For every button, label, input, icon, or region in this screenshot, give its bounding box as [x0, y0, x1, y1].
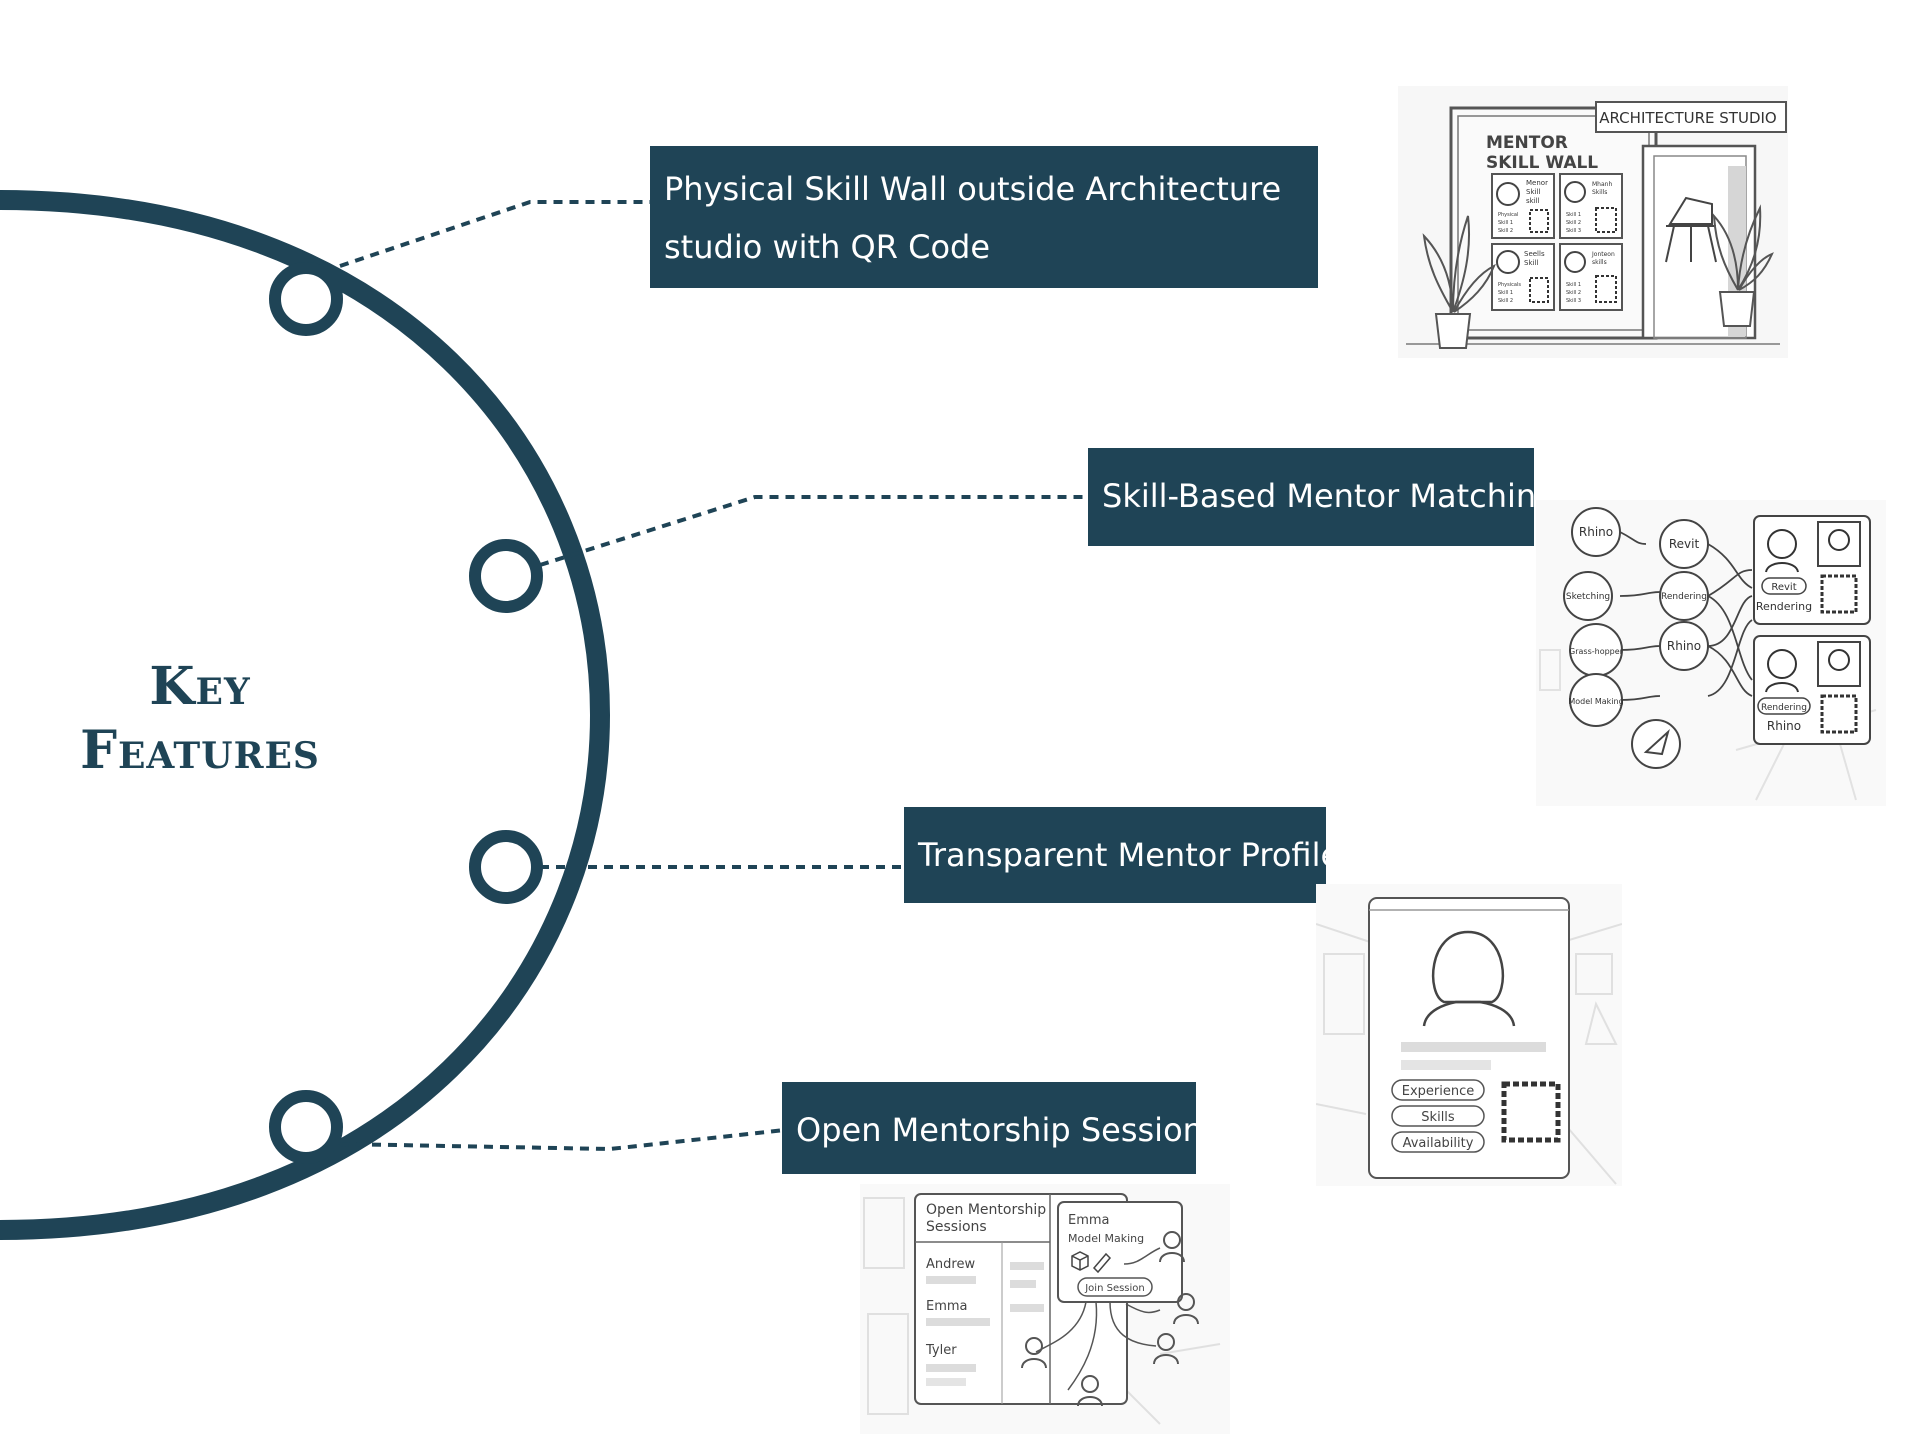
- feature-box-2: Skill-Based Mentor Matching: [1088, 448, 1557, 546]
- card-4-name-2: skills: [1592, 259, 1607, 266]
- card-3-item-3: Skill 2: [1498, 298, 1513, 304]
- card-3-name-2: Skill: [1524, 259, 1538, 267]
- person-icon-4: [1021, 1337, 1047, 1369]
- session-detail-skill: Model Making: [1068, 1232, 1144, 1245]
- card-1-item-2: Skill 1: [1498, 220, 1513, 226]
- mentor-2-skill: Rhino: [1767, 719, 1801, 733]
- mentor-card-2: Rendering Rhino: [1753, 635, 1871, 745]
- feature-2-label: Skill-Based Mentor Matching: [1102, 477, 1557, 515]
- card-2-name-1: Mhanh: [1592, 181, 1612, 188]
- session-person-tyler: Tyler: [925, 1343, 957, 1358]
- skill-wall-heading-2: SKILL WALL: [1486, 153, 1598, 173]
- join-session-button: Join Session: [1084, 1283, 1145, 1294]
- feature-3-label: Transparent Mentor Profile: [918, 836, 1341, 874]
- card-1-name-1: Menor: [1526, 179, 1548, 187]
- cube-icon: [1071, 1251, 1089, 1271]
- plant-left-icon: [1422, 215, 1496, 349]
- profile-qr-icon: [1501, 1081, 1561, 1143]
- card-4-name-1: Jonteon: [1591, 251, 1615, 258]
- title-line-2: Features: [80, 720, 320, 781]
- feature-box-3: Transparent Mentor Profile: [904, 807, 1341, 903]
- sessions-title-1: Open Mentorship: [926, 1202, 1046, 1218]
- node-2: [469, 539, 543, 613]
- skill-card-1: Menor Skill skill Physical Skill 1 Skill…: [1491, 173, 1555, 239]
- session-person-andrew: Andrew: [926, 1257, 975, 1272]
- mentor-matching-illustration: Rhino Sketching Grass-hopper Model Makin…: [1536, 500, 1886, 806]
- skill-card-4: Jonteon skills Skill 1 Skill 2 Skill 3: [1559, 243, 1623, 311]
- person-icon-5: [1077, 1375, 1103, 1407]
- connector-1: [339, 200, 650, 268]
- card-1-name-3: skill: [1526, 197, 1540, 205]
- card-1-item-1: Physical: [1498, 212, 1518, 218]
- session-detail-card: [1057, 1201, 1183, 1303]
- mentor-1-tag: Revit: [1771, 582, 1796, 593]
- card-4-item-3: Skill 3: [1566, 298, 1581, 304]
- profile-button-experience: Experience: [1402, 1084, 1475, 1099]
- sessions-title-2: Sessions: [926, 1219, 987, 1235]
- mentor-profile-illustration: Experience Skills Availability: [1316, 884, 1622, 1186]
- card-2-item-2: Skill 2: [1566, 220, 1581, 226]
- triangle-ruler-icon: [1643, 728, 1670, 756]
- feature-box-1: Physical Skill Wall outside Architecture…: [650, 146, 1318, 288]
- mentor-card-1: Revit Rendering: [1753, 515, 1871, 625]
- node-3: [469, 830, 543, 904]
- skill-card-3: Seells Skill Physicals Skill 1 Skill 2: [1491, 243, 1555, 311]
- card-2-name-2: Skills: [1592, 189, 1607, 196]
- skill-card-2: Mhanh Skills Skill 1 Skill 2 Skill 3: [1559, 173, 1623, 239]
- node-1: [269, 262, 343, 336]
- pencil-icon: [1092, 1252, 1112, 1274]
- card-2-item-3: Skill 3: [1566, 228, 1581, 234]
- plant-right-icon: [1712, 204, 1774, 327]
- feature-4-label: Open Mentorship Sessions: [796, 1111, 1220, 1149]
- skill-node-sketching: Sketching: [1566, 592, 1610, 602]
- title-line-1: Key: [149, 656, 251, 717]
- card-3-item-2: Skill 1: [1498, 290, 1513, 296]
- skill-node-rhino: Rhino: [1579, 525, 1613, 539]
- mentor-1-skill: Rendering: [1756, 600, 1812, 613]
- person-icon-2: [1173, 1293, 1199, 1325]
- connector-4: [339, 1128, 786, 1152]
- skill-wall-heading-1: MENTOR: [1486, 133, 1568, 153]
- skill-node-model-making: Model Making: [1568, 697, 1623, 706]
- studio-sign: ARCHITECTURE STUDIO: [1599, 109, 1776, 127]
- matching-links: [1619, 531, 1753, 701]
- skill-node-rendering: Rendering: [1661, 592, 1707, 602]
- mentor-2-tag: Rendering: [1761, 703, 1807, 713]
- profile-button-skills: Skills: [1421, 1110, 1455, 1125]
- session-person-emma: Emma: [926, 1299, 968, 1314]
- card-1-name-2: Skill: [1526, 188, 1540, 196]
- feature-box-4: Open Mentorship Sessions: [782, 1082, 1220, 1174]
- card-3-item-1: Physicals: [1498, 282, 1521, 288]
- diagram-title: Key Features: [80, 655, 320, 783]
- mentorship-sessions-illustration: Open Mentorship Sessions Andrew Emma Tyl…: [860, 1184, 1230, 1434]
- profile-button-availability: Availability: [1403, 1136, 1474, 1151]
- card-4-item-1: Skill 1: [1566, 282, 1581, 288]
- profile-avatar-icon: [1422, 930, 1516, 1027]
- card-2-item-1: Skill 1: [1566, 212, 1581, 218]
- feature-1-line-2: studio with QR Code: [664, 228, 991, 266]
- skill-wall-illustration: MENTOR SKILL WALL ARCHITECTURE STUDIO Me…: [1398, 86, 1788, 358]
- person-icon-1: [1159, 1231, 1185, 1263]
- skill-node-grasshopper: Grass-hopper: [1569, 647, 1624, 656]
- session-detail-name: Emma: [1068, 1213, 1110, 1228]
- card-3-name-1: Seells: [1524, 250, 1545, 258]
- node-4: [269, 1090, 343, 1164]
- card-1-item-3: Skill 2: [1498, 228, 1513, 234]
- skill-node-revit: Revit: [1669, 537, 1700, 551]
- feature-1-line-1: Physical Skill Wall outside Architecture: [664, 170, 1282, 208]
- card-4-item-2: Skill 2: [1566, 290, 1581, 296]
- connector-2: [539, 495, 1088, 567]
- person-icon-3: [1153, 1333, 1179, 1365]
- skill-node-rhino-2: Rhino: [1667, 639, 1701, 653]
